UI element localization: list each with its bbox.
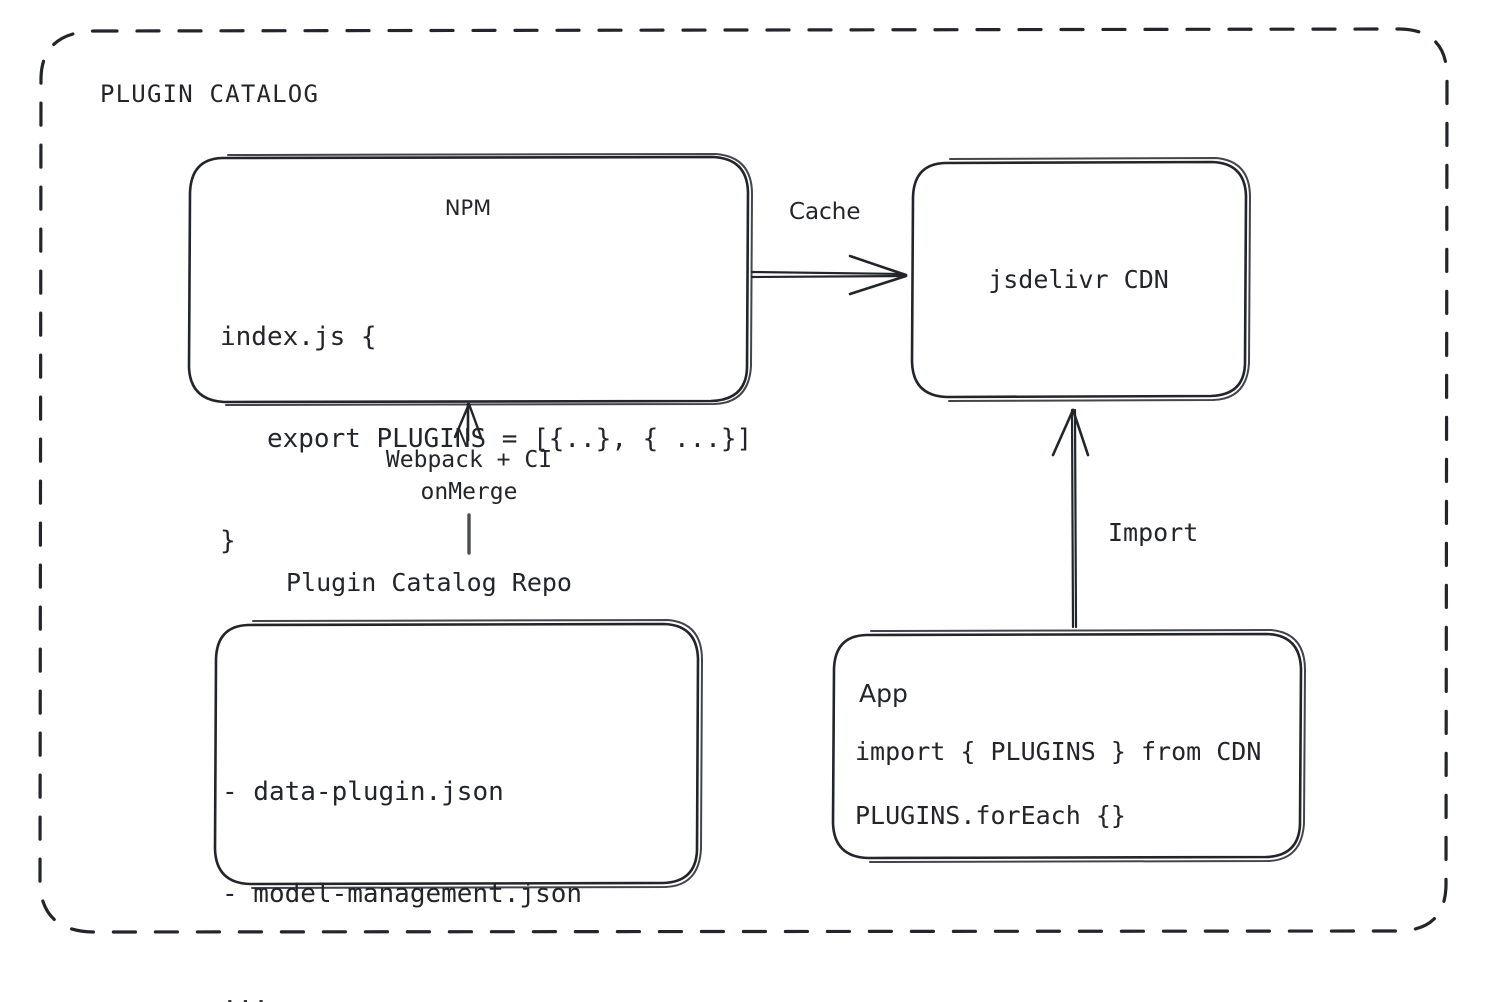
import-edge-label: Import [1108, 518, 1199, 547]
repo-code-line: - data-plugin.json [222, 777, 504, 807]
cdn-node-title: jsdelivr CDN [988, 265, 1169, 294]
build-edge-label-line1: Webpack + CI [385, 447, 553, 473]
frame-title: PLUGIN CATALOG [100, 80, 320, 108]
npm-code-line: export PLUGINS = [{..}, { ...}] [220, 424, 753, 454]
repo-code-line: - model-management.json [222, 879, 583, 909]
import-arrow [1051, 408, 1090, 629]
npm-code-line: index.js { [220, 322, 377, 352]
app-code-line: import { PLUGINS } from CDN [855, 737, 1262, 766]
app-code-line: PLUGINS.forEach {} [855, 801, 1126, 830]
npm-node-title: NPM [444, 196, 492, 220]
repo-code-line: ... [222, 981, 269, 1002]
build-edge-label-line2: onMerge [420, 479, 518, 505]
repo-node-title: Plugin Catalog Repo [286, 568, 572, 597]
cache-arrow [750, 254, 908, 296]
npm-code-line: } [220, 526, 236, 556]
repo-node-code: - data-plugin.json - model-management.js… [222, 707, 582, 1002]
npm-node-code: index.js { export PLUGINS = [{..}, { ...… [220, 252, 752, 626]
cache-edge-label: Cache [789, 199, 861, 225]
app-node-title: App [859, 679, 908, 708]
